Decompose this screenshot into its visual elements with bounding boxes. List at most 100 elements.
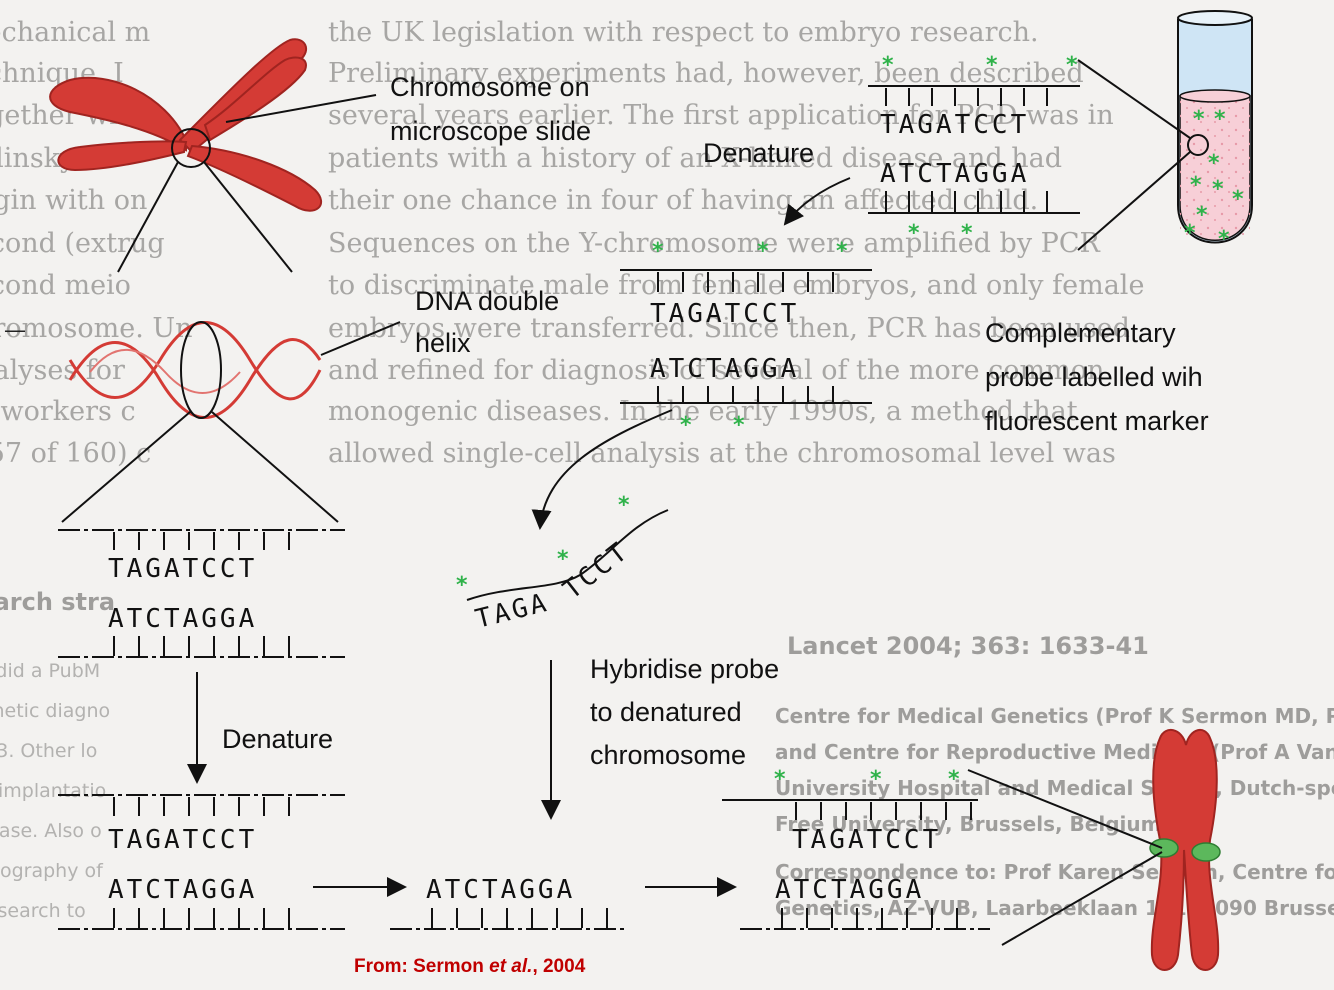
hybridise-label-line3: chromosome [590,740,746,770]
bg-line: Preliminary experiments had, however, be… [328,58,1084,89]
probe-bottom-rungs [885,191,1048,212]
hybridised-bottom-sequence: ATCTAGGA [775,875,924,905]
fluorescent-marker-star: * [1184,221,1196,246]
bg-line: their one chance in four of having an af… [328,185,1039,216]
left-denatured-strands: TAGATCCT ATCTAGGA [58,794,345,930]
strand-top-sequence: TAGATCCT [108,554,257,584]
middle-probe-bottom-rungs [657,386,834,402]
denatured-top-rungs [113,797,290,816]
bg-left-small: 2003. Other lo [0,740,98,762]
bg-left-heading: Search stra [0,588,116,616]
fluorescent-marker-star: * [836,239,848,264]
bg-line: the UK legislation with respect to embry… [328,17,1039,48]
fluorescent-marker-star: * [1190,173,1202,198]
hybridised-strands: TAGATCCT ATCTAGGA [722,799,990,930]
chromosome-x-shape [49,38,322,212]
dna-label-line1: DNA double [415,286,559,316]
denatured-bottom-sequence: ATCTAGGA [108,875,257,905]
denature-left-label: Denature [222,724,333,754]
bg-left-small: pre-implantatio [0,780,107,802]
probe-curve-arrow [531,409,673,530]
fluorescent-marker-star: * [774,767,786,792]
denatured-top-sequence: TAGATCCT [108,825,257,855]
bg-line: monogenic diseases. In the early 1990s, … [328,396,1078,427]
strand-bottom-sequence: ATCTAGGA [108,604,257,634]
left-strand-bottom-rungs [113,636,290,656]
fluorescent-marker-star: * [757,239,769,264]
bg-line: Sequences on the Y-chromosome were ampli… [328,228,1100,259]
single-strand-rungs [431,908,608,928]
fluorescent-marker-star: * [1218,227,1230,252]
bg-left-small: our search to [0,900,86,922]
curved-labelled-probe: TAGA TCCT [466,509,669,635]
hybridised-bottom-rungs [781,908,958,928]
fluorescent-marker-star: * [456,573,468,598]
fluorescent-marker-star: * [1214,107,1226,132]
fluorescent-marker-star: * [882,53,894,78]
probe-double-strand: TAGATCCT ATCTAGGA [868,85,1080,214]
test-tube [1177,10,1253,244]
left-strand-top-rungs [113,532,290,550]
middle-probe-top: TAGATCCT [650,299,799,329]
bg-left-marker: — [4,318,26,343]
bg-left-line: co-workers c [0,396,136,427]
tube-zoom-circle [1187,134,1209,156]
bg-line: and refined for diagnosis of several of … [328,355,1105,386]
probe-label-line1: Complementary [985,318,1176,348]
fluorescent-markers: **************** [456,53,1078,792]
fluorescent-marker-star: * [961,221,973,246]
middle-probe-bottom: ATCTAGGA [650,354,799,384]
fluorescent-marker-star: * [652,239,664,264]
fluorescent-marker-star: * [908,221,920,246]
fluorescent-marker-star: * [1212,177,1224,202]
bg-affiliation: Correspondence to: Prof Karen Sermon, Ce… [775,860,1334,884]
chromosome-pointer-line [225,94,377,123]
bg-left-line: begin with on [0,185,148,216]
fluorescent-marker-star: * [680,413,692,438]
hybridised-top-sequence: TAGATCCT [792,825,941,855]
fluorescent-marker-star: * [1193,107,1205,132]
figure-credit: From: Sermon et al., 2004 [354,956,586,977]
zoom-circle [171,128,211,168]
fluorescent-marker-star: * [870,767,882,792]
probe-top-rungs [885,88,1048,106]
helix-zoom-ellipse [180,321,222,419]
curved-probe-right: TCCT [558,536,635,606]
bg-line: embryos were transferred. Since then, PC… [328,313,1130,344]
bg-line: patients with a history of an X-linked d… [328,143,1063,174]
bg-left-small: disease. Also o [0,820,102,842]
bg-left-line: mechanical m [0,17,151,48]
middle-probe-top-rungs [657,272,834,292]
hybridised-chromosome [1149,729,1221,971]
bg-line: to discriminate male from female embryos… [328,270,1145,301]
tube-fluorescent-markers: ********* [1184,107,1244,252]
fluorescent-marker-star: * [1066,53,1078,78]
bg-affiliation: University Hospital and Medical School, … [775,776,1334,800]
bg-line: several years earlier. The first applica… [328,100,1114,131]
middle-single-strand: ATCTAGGA [390,875,628,930]
hybridised-top-rungs [795,802,972,820]
bg-affiliation: Centre for Medical Genetics (Prof K Serm… [775,704,1334,728]
fluorescent-marker-star: * [986,53,998,78]
denature-top-label: Denature [703,138,814,168]
fluorescent-marker-star: * [1232,187,1244,212]
bg-left-line: second meio [0,270,131,301]
single-strand-sequence: ATCTAGGA [426,875,575,905]
left-double-strand: TAGATCCT ATCTAGGA [58,529,345,658]
bg-left-small: bibliography of [0,860,103,882]
fluorescent-marker-star: * [557,547,569,572]
chromosome-label-line2: microscope slide [390,116,591,146]
bg-affiliation: Genetics, AZ-VUB, Laarbeeklaan 101, 1090… [775,896,1334,920]
fluorescent-marker-star: * [1196,203,1208,228]
bg-line: allowed single-cell analysis at the chro… [328,438,1116,469]
bg-affiliation: and Centre for Reproductive Medicine (Pr… [775,740,1334,764]
probe-label-line3: fluorescent marker [985,406,1209,436]
fluorescent-marker-star: * [733,413,745,438]
dna-double-helix [68,321,322,419]
bg-left-line: chromosome. Un [0,313,193,344]
bg-left-line: second (extrug [0,228,165,259]
fluorescent-marker-star: * [1208,151,1220,176]
